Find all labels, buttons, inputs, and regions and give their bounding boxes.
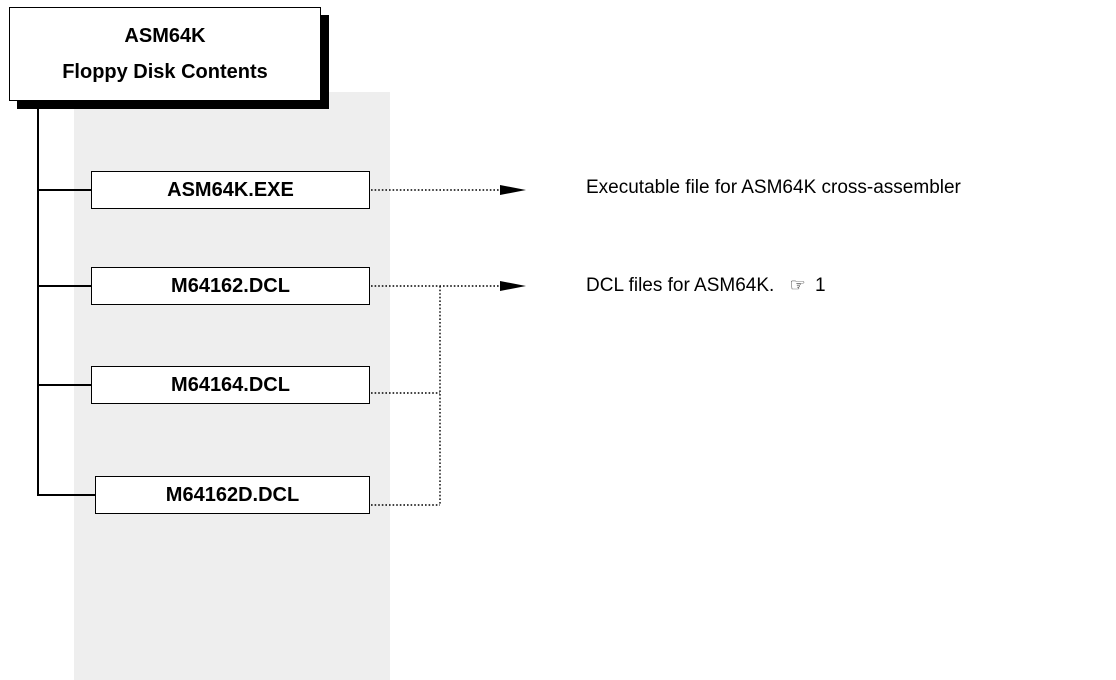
tree-branch-line (37, 384, 92, 386)
file-name: M64162D.DCL (165, 483, 300, 506)
description-text: DCL files for ASM64K. (586, 275, 775, 296)
arrowhead-icon (500, 185, 526, 195)
tree-branch-line (37, 189, 92, 191)
arrowhead-icon (500, 281, 526, 291)
file-name: M64162.DCL (171, 274, 290, 297)
file-name: ASM64K.EXE (167, 178, 294, 201)
file-box-asm64k-exe: ASM64K.EXE (91, 171, 370, 209)
tree-trunk-line (37, 101, 39, 496)
title-box: ASM64K Floppy Disk Contents (9, 7, 321, 101)
file-box-m64162-dcl: M64162.DCL (91, 267, 370, 305)
reference-number: 1 (815, 275, 826, 296)
description-dcl-files: DCL files for ASM64K. ☞ 1 (586, 275, 826, 297)
title-line-2: Floppy Disk Contents (62, 61, 268, 83)
description-executable: Executable file for ASM64K cross-assembl… (586, 177, 961, 199)
tree-branch-line (37, 285, 92, 287)
file-name: M64164.DCL (171, 373, 290, 396)
pointing-hand-icon: ☞ (789, 275, 806, 295)
description-text: Executable file for ASM64K cross-assembl… (586, 177, 961, 198)
file-box-m64164-dcl: M64164.DCL (91, 366, 370, 404)
tree-branch-line (37, 494, 95, 496)
file-box-m64162d-dcl: M64162D.DCL (95, 476, 370, 514)
title-line-1: ASM64K (124, 25, 206, 47)
